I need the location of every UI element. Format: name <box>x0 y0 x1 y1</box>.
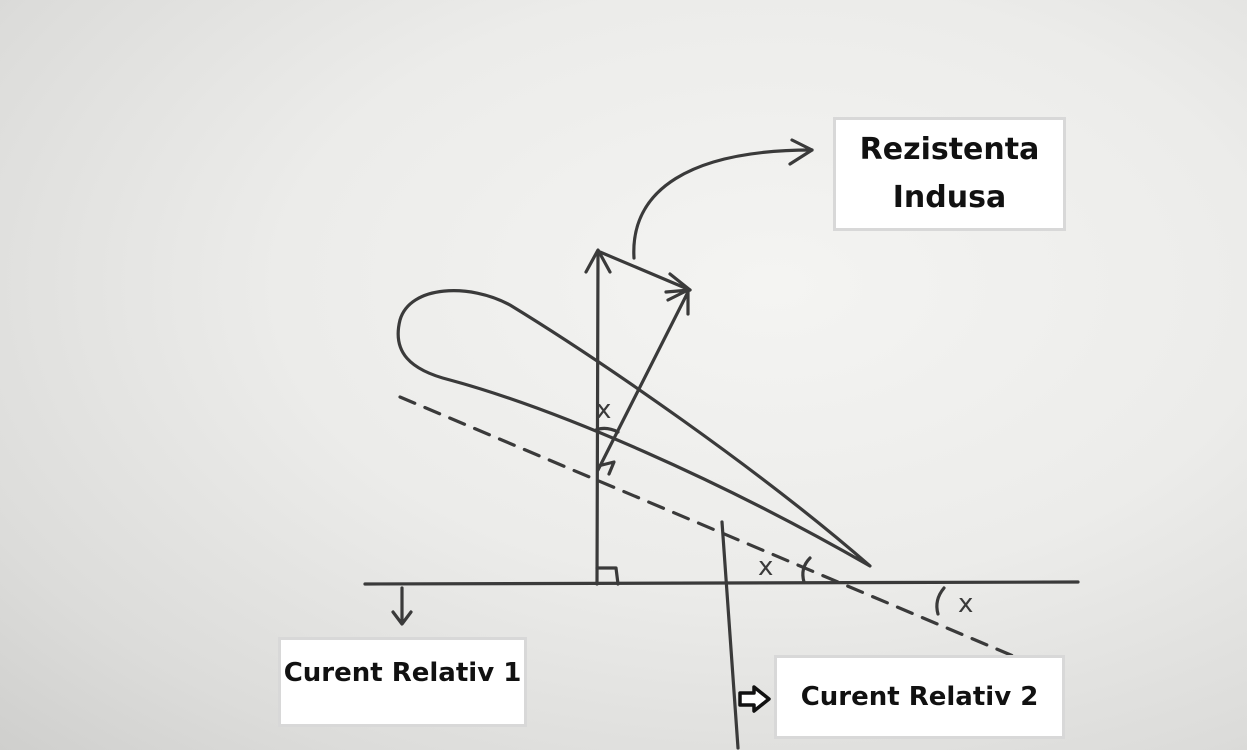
induced-drag-vector <box>598 250 692 292</box>
induced-drag-label: Rezistenta Indusa <box>833 117 1066 231</box>
relative-wind-1-label: Curent Relativ 1 <box>278 637 527 727</box>
angle-label-mid: x <box>758 552 773 582</box>
relative-wind-2-line <box>720 520 740 750</box>
induced-drag-label-line2: Indusa <box>892 180 1007 215</box>
right-angle-chord <box>596 460 616 476</box>
lift-arrowhead-icon <box>584 248 612 274</box>
angle-arc-top <box>594 426 620 434</box>
induced-drag-arrowhead-icon <box>664 272 692 294</box>
right-angle-base <box>595 566 620 586</box>
relative-wind-2-label: Curent Relativ 2 <box>774 655 1065 739</box>
relative-wind-2-text: Curent Relativ 2 <box>800 682 1039 712</box>
vertical-lift-line <box>595 250 600 586</box>
chord-line <box>398 395 1072 682</box>
horizontal-wind-line <box>363 580 1080 586</box>
relative-wind-1-text: Curent Relativ 1 <box>283 658 522 688</box>
airfoil-outline <box>396 289 872 568</box>
angle-label-right: x <box>958 589 973 619</box>
arrow-right-icon <box>738 685 771 713</box>
angle-arc-mid <box>801 556 812 584</box>
pointer-curve <box>632 148 814 260</box>
induced-drag-label-line1: Rezistenta <box>859 132 1040 167</box>
pointer-arrowhead-icon <box>788 138 814 166</box>
angle-arc-right <box>935 586 946 616</box>
angle-label-top: x <box>596 395 611 425</box>
down-arrow-icon <box>391 586 413 626</box>
resultant-arrow-line <box>596 290 690 472</box>
